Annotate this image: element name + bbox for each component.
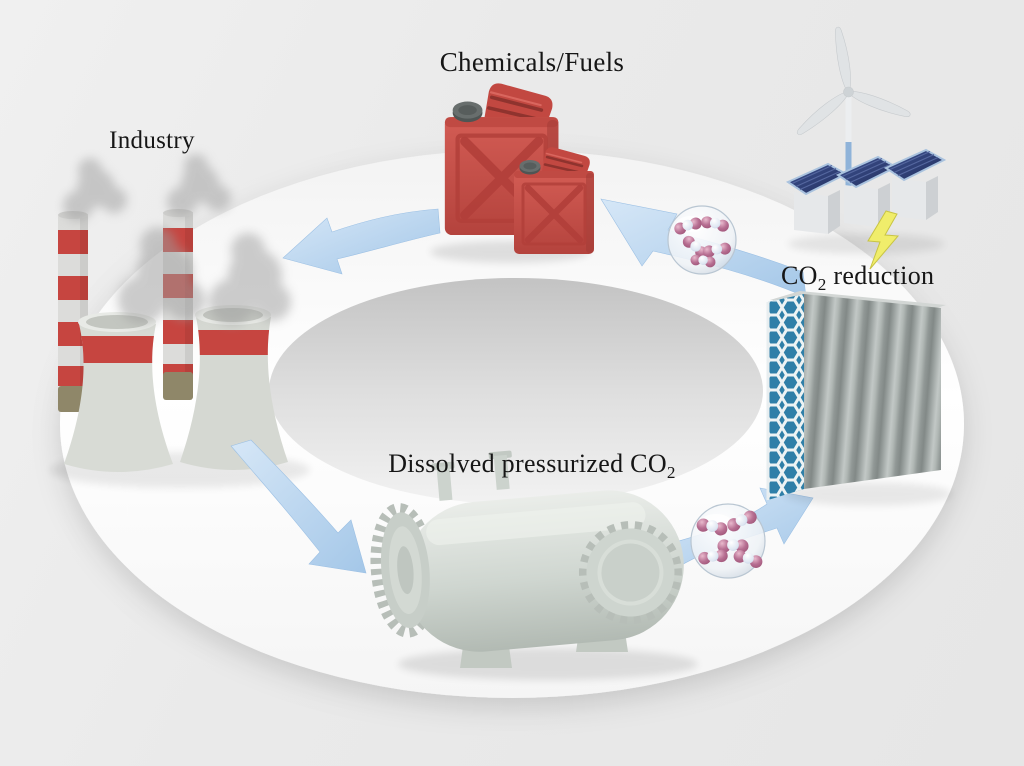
jerrycan-small <box>514 147 594 254</box>
tank-body-group <box>370 450 684 652</box>
label-co2-reduction-sub: 2 <box>817 275 827 295</box>
co2-bubble-bottom <box>690 503 766 579</box>
turbine-blades <box>797 26 911 135</box>
lightning-bolt-icon <box>867 210 900 270</box>
jerrycans <box>430 83 594 263</box>
catalyst-lattice-mesh <box>768 294 804 500</box>
label-co2-reduction-pre: CO <box>781 261 818 290</box>
label-industry-text: Industry <box>109 127 195 154</box>
electrolyzer-shadow <box>784 482 952 506</box>
smoke-plumes <box>63 154 291 325</box>
turbine-hub <box>843 86 854 98</box>
label-dissolved-co2-sub: 2 <box>666 463 676 483</box>
label-dissolved-co2: Dissolved pressurized CO2 <box>372 449 692 483</box>
label-co2-reduction-post: reduction <box>826 261 935 290</box>
label-industry: Industry <box>96 127 208 155</box>
electrolyzer-block <box>766 291 952 506</box>
label-dissolved-co2-pre: Dissolved pressurized CO <box>388 449 667 478</box>
label-chemicals-fuels: Chemicals/Fuels <box>398 47 666 78</box>
tank-shadow <box>398 648 698 680</box>
renewables-shadow <box>788 234 944 254</box>
solar-panels <box>787 149 945 235</box>
wind-turbine <box>797 26 911 196</box>
renewable-energy <box>787 26 945 270</box>
arrow-fuels-to-industry <box>282 208 441 275</box>
co2-bubble-top <box>667 205 737 275</box>
ring-hole <box>269 278 763 504</box>
arrow-industry-to-tank <box>230 439 367 574</box>
tank-front-flange <box>578 521 682 625</box>
label-chemicals-fuels-text: Chemicals/Fuels <box>439 47 625 77</box>
block-fins <box>804 294 941 489</box>
turbine-tower-base <box>845 142 852 196</box>
label-co2-reduction: CO2 reduction <box>781 261 935 295</box>
smokestack-right <box>163 209 193 400</box>
turbine-tower <box>845 96 852 146</box>
pressure-vessel <box>370 450 698 680</box>
